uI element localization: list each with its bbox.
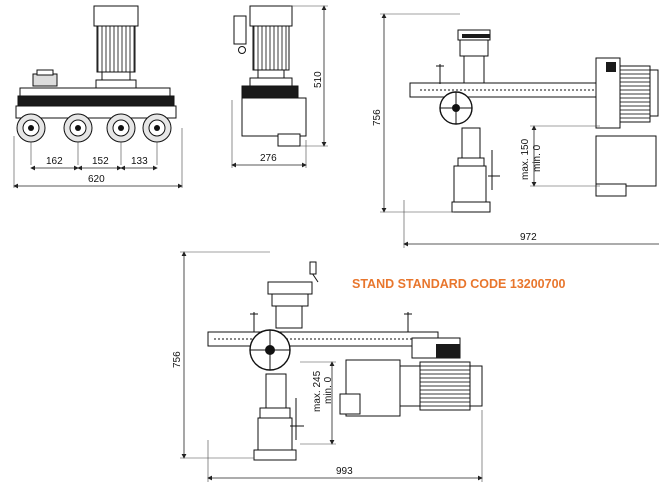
stand-motor-bottom: [339, 337, 483, 417]
roller-icon: [106, 113, 136, 143]
stand-motor-top: [595, 57, 659, 197]
handwheel-icon: [249, 329, 291, 371]
dim-front-width: 620: [88, 174, 105, 185]
dim-bottom-range-max: max. 245: [312, 370, 323, 412]
side-view: 276 510: [231, 5, 328, 168]
dim-bottom-range-min: min. 0: [323, 376, 334, 404]
dim-side-height: 510: [313, 71, 324, 88]
dim-side-width: 276: [260, 153, 277, 164]
dim-top-span: 972: [520, 232, 537, 243]
dim-top-height: 756: [372, 109, 383, 126]
roller-icon: [142, 113, 172, 143]
handwheel-icon: [439, 91, 473, 125]
dim-front-pitch-1: 162: [46, 156, 63, 167]
dim-front-pitch-3: 133: [131, 156, 148, 167]
front-view: 162 152 133 620: [13, 5, 183, 189]
dim-top-range-max: max. 150: [520, 138, 531, 180]
front-motor: [93, 5, 139, 89]
stand-view-top: 756 972 max. 150 min. 0: [372, 13, 659, 248]
stand-view-bottom: 756 993 max. 245 min. 0: [172, 251, 483, 482]
dim-top-range-min: min. 0: [532, 144, 543, 172]
roller-icon: [16, 113, 46, 143]
roller-icon: [63, 113, 93, 143]
dim-front-pitch-2: 152: [92, 156, 109, 167]
front-rollers: [16, 113, 172, 143]
product-code-caption: STAND STANDARD CODE 13200700: [352, 277, 566, 291]
dim-bottom-height: 756: [172, 351, 183, 368]
dim-bottom-span: 993: [336, 466, 353, 477]
